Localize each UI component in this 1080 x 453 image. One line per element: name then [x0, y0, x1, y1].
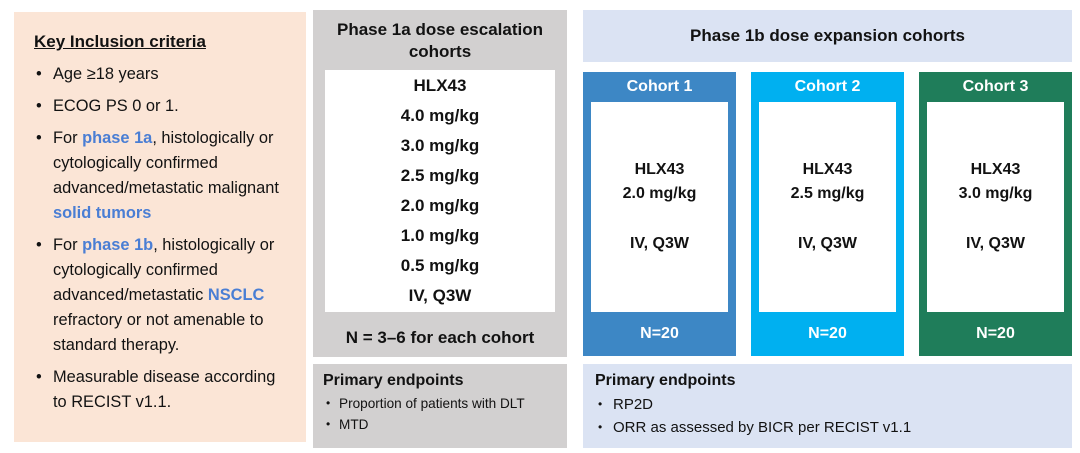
- cohort-drug: HLX43: [634, 161, 685, 178]
- endpoint-item: ORR as assessed by BICR per RECIST v1.1: [595, 416, 1060, 439]
- inclusion-criterion: ECOG PS 0 or 1.: [34, 94, 288, 119]
- inclusion-criteria-title: Key Inclusion criteria: [34, 32, 206, 51]
- cohort-drug: HLX43: [802, 161, 853, 178]
- dose-level: 2.0 mg/kg: [400, 196, 480, 215]
- cohort-2-box: Cohort 2 HLX43 2.5 mg/kg IV, Q3W N=20: [751, 72, 904, 356]
- phase1b-header: Phase 1b dose expansion cohorts: [583, 10, 1072, 62]
- dose-level: 3.0 mg/kg: [400, 136, 480, 155]
- cohort-2-content: HLX43 2.5 mg/kg IV, Q3W: [759, 102, 896, 312]
- criterion-text: For: [53, 129, 83, 147]
- dose-level: 4.0 mg/kg: [400, 106, 480, 125]
- cohort-1-n-badge: N=20: [640, 325, 679, 342]
- phase1b-endpoints-panel: Primary endpoints RP2D ORR as assessed b…: [583, 364, 1072, 448]
- criterion-text: Age ≥18 years: [53, 65, 159, 83]
- cohort-schedule: IV, Q3W: [966, 235, 1025, 252]
- phase1b-endpoints-list: RP2D ORR as assessed by BICR per RECIST …: [595, 393, 1060, 439]
- cohort-3-content: HLX43 3.0 mg/kg IV, Q3W: [927, 102, 1064, 312]
- phase1a-dose-box: HLX43 4.0 mg/kg 3.0 mg/kg 2.5 mg/kg 2.0 …: [325, 70, 555, 312]
- cohort-1-box: Cohort 1 HLX43 2.0 mg/kg IV, Q3W N=20: [583, 72, 736, 356]
- phase1a-endpoints-title: Primary endpoints: [323, 372, 464, 389]
- phase1b-endpoints-title: Primary endpoints: [595, 372, 736, 389]
- criterion-text: ECOG PS 0 or 1.: [53, 97, 179, 115]
- endpoint-item: MTD: [323, 414, 557, 435]
- dose-level: 1.0 mg/kg: [400, 226, 480, 245]
- criterion-text: Measurable disease according to RECIST v…: [53, 368, 276, 411]
- endpoint-item: RP2D: [595, 393, 1060, 416]
- highlighted-term: solid tumors: [53, 204, 152, 222]
- phase1a-endpoints-list: Proportion of patients with DLT MTD: [323, 393, 557, 435]
- phase1a-cohort-size-note: N = 3–6 for each cohort: [345, 328, 535, 347]
- cohort-dose: 2.5 mg/kg: [790, 185, 865, 202]
- cohort-3-label: Cohort 3: [962, 78, 1029, 95]
- inclusion-criteria-list: Age ≥18 yearsECOG PS 0 or 1. For phase 1a…: [34, 62, 288, 415]
- cohort-dose: 2.0 mg/kg: [622, 185, 697, 202]
- inclusion-criterion: Age ≥18 years: [34, 62, 288, 87]
- cohort-2-label: Cohort 2: [794, 78, 861, 95]
- highlighted-term: phase 1a: [82, 129, 153, 147]
- cohort-drug: HLX43: [970, 161, 1021, 178]
- cohort-1-content: HLX43 2.0 mg/kg IV, Q3W: [591, 102, 728, 312]
- criterion-text: , histologically or cytologically confir…: [53, 129, 279, 197]
- inclusion-criterion: For phase 1b, histologically or cytologi…: [34, 233, 288, 358]
- inclusion-criteria-panel: Key Inclusion criteria Age ≥18 yearsECOG…: [14, 12, 306, 442]
- criterion-text: For: [53, 236, 83, 254]
- criterion-text: , histologically or cytologically confir…: [53, 236, 275, 304]
- cohort-schedule: IV, Q3W: [630, 235, 689, 252]
- inclusion-criterion: Measurable disease according to RECIST v…: [34, 365, 288, 415]
- cohort-1-label: Cohort 1: [626, 78, 693, 95]
- dose-level: 2.5 mg/kg: [400, 166, 480, 185]
- criterion-text: refractory or not amenable to standard t…: [53, 311, 264, 354]
- cohort-3-box: Cohort 3 HLX43 3.0 mg/kg IV, Q3W N=20: [919, 72, 1072, 356]
- phase1a-drug-name: HLX43: [413, 76, 467, 95]
- inclusion-criterion: For phase 1a, histologically or cytologi…: [34, 126, 288, 226]
- endpoint-item: Proportion of patients with DLT: [323, 393, 557, 414]
- dose-level: 0.5 mg/kg: [400, 256, 480, 275]
- phase1a-header: Phase 1a dose escalation cohorts: [337, 20, 543, 61]
- phase1a-panel: Phase 1a dose escalation cohorts HLX43 4…: [313, 10, 567, 357]
- cohort-schedule: IV, Q3W: [798, 235, 857, 252]
- cohort-3-n-badge: N=20: [976, 325, 1015, 342]
- phase1a-schedule: IV, Q3W: [408, 286, 472, 305]
- cohort-2-n-badge: N=20: [808, 325, 847, 342]
- phase1a-endpoints-panel: Primary endpoints Proportion of patients…: [313, 364, 567, 448]
- cohort-dose: 3.0 mg/kg: [958, 185, 1033, 202]
- highlighted-term: phase 1b: [82, 236, 154, 254]
- highlighted-term: NSCLC: [207, 286, 265, 304]
